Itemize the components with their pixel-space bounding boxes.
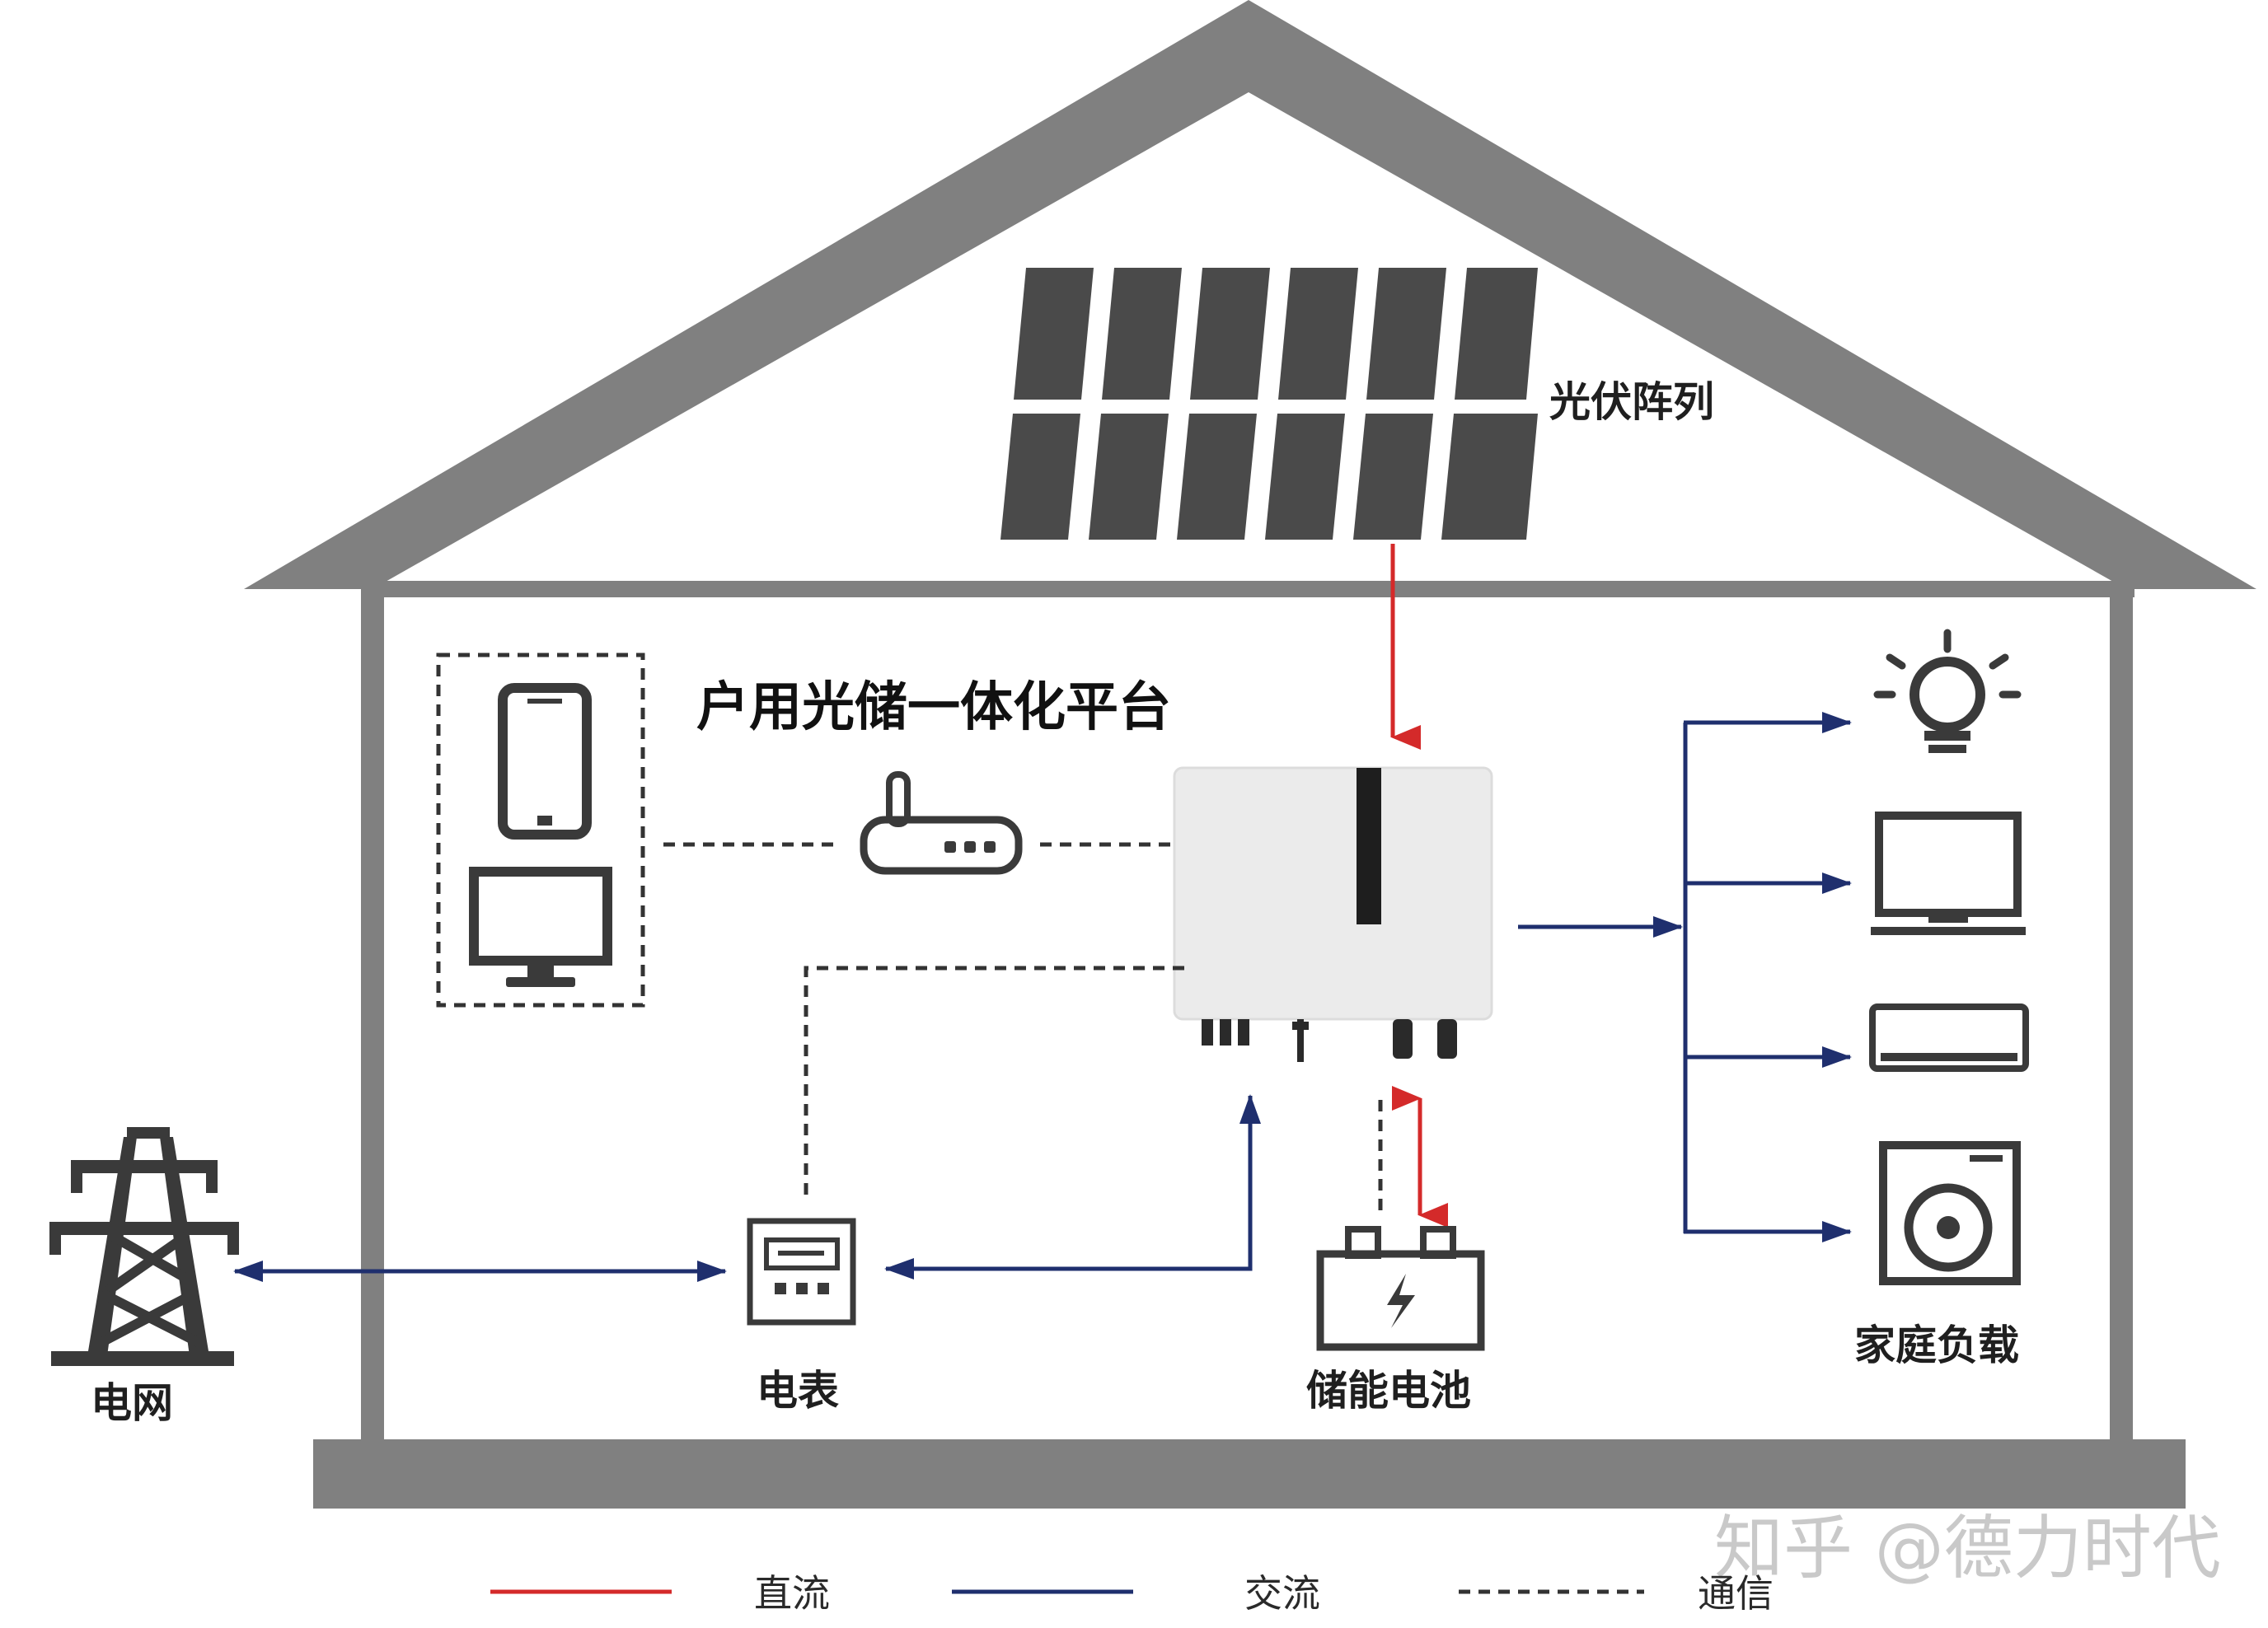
air-conditioner-icon [1869,1003,2029,1072]
light-bulb-icon [1873,629,2022,753]
phone-icon [498,683,592,840]
solar-panel-icon [1000,268,1538,540]
watermark: 知乎 @德力时代 [1714,1508,2221,1588]
monitor-icon [469,867,612,987]
router-icon [860,771,1023,875]
platform-title: 户用光储一体化平台 [696,677,1171,738]
user-devices-box [436,653,645,1008]
washing-machine-icon [1879,1141,2021,1285]
inverter-icon [1173,766,1493,1062]
battery-icon [1316,1226,1485,1351]
grid-tower-icon [49,1127,239,1366]
house-roof [244,0,2256,589]
house-foundation [313,1439,2186,1509]
legend-label-ac: 交流 [1244,1571,1320,1616]
meter-label: 电表 [757,1367,839,1415]
legend-label-dc: 直流 [754,1571,830,1616]
meter-icon [747,1218,856,1326]
grid-label: 电网 [91,1379,173,1427]
tv-icon [1871,812,2026,935]
house-eave [363,581,2134,597]
house-wall-right [2110,589,2133,1450]
legend-label-comm: 通信 [1698,1571,1774,1616]
house-outline [244,0,2256,1509]
ac-line-inverter-meter [884,1094,1261,1279]
house-wall-left [361,589,384,1450]
battery-label: 储能电池 [1306,1367,1471,1415]
comm-line-meter-inverter [804,966,1187,1195]
household-load-label: 家庭负载 [1854,1322,2019,1369]
legend: 直流 交流 通信 [490,1571,1774,1616]
pv-array-label: 光伏阵列 [1549,378,1714,426]
